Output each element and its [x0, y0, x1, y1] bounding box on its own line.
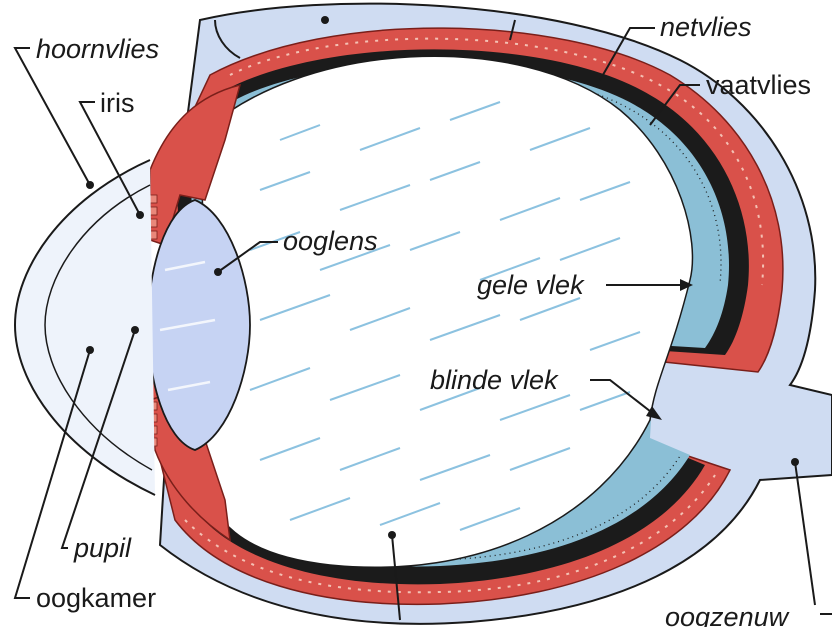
label-ooglens: ooglens — [283, 226, 378, 256]
label-oogkamer: oogkamer — [36, 583, 156, 613]
label-oogzenuw: oogzenuw — [665, 602, 790, 627]
label-iris: iris — [100, 88, 135, 118]
label-blinde-vlek: blinde vlek — [430, 365, 559, 395]
label-pupil: pupil — [73, 533, 132, 563]
label-netvlies: netvlies — [660, 12, 752, 42]
sclera-marker — [321, 16, 329, 24]
label-vaatvlies: vaatvlies — [706, 70, 811, 100]
label-gele-vlek: gele vlek — [477, 270, 585, 300]
label-hoornvlies: hoornvlies — [36, 34, 159, 64]
